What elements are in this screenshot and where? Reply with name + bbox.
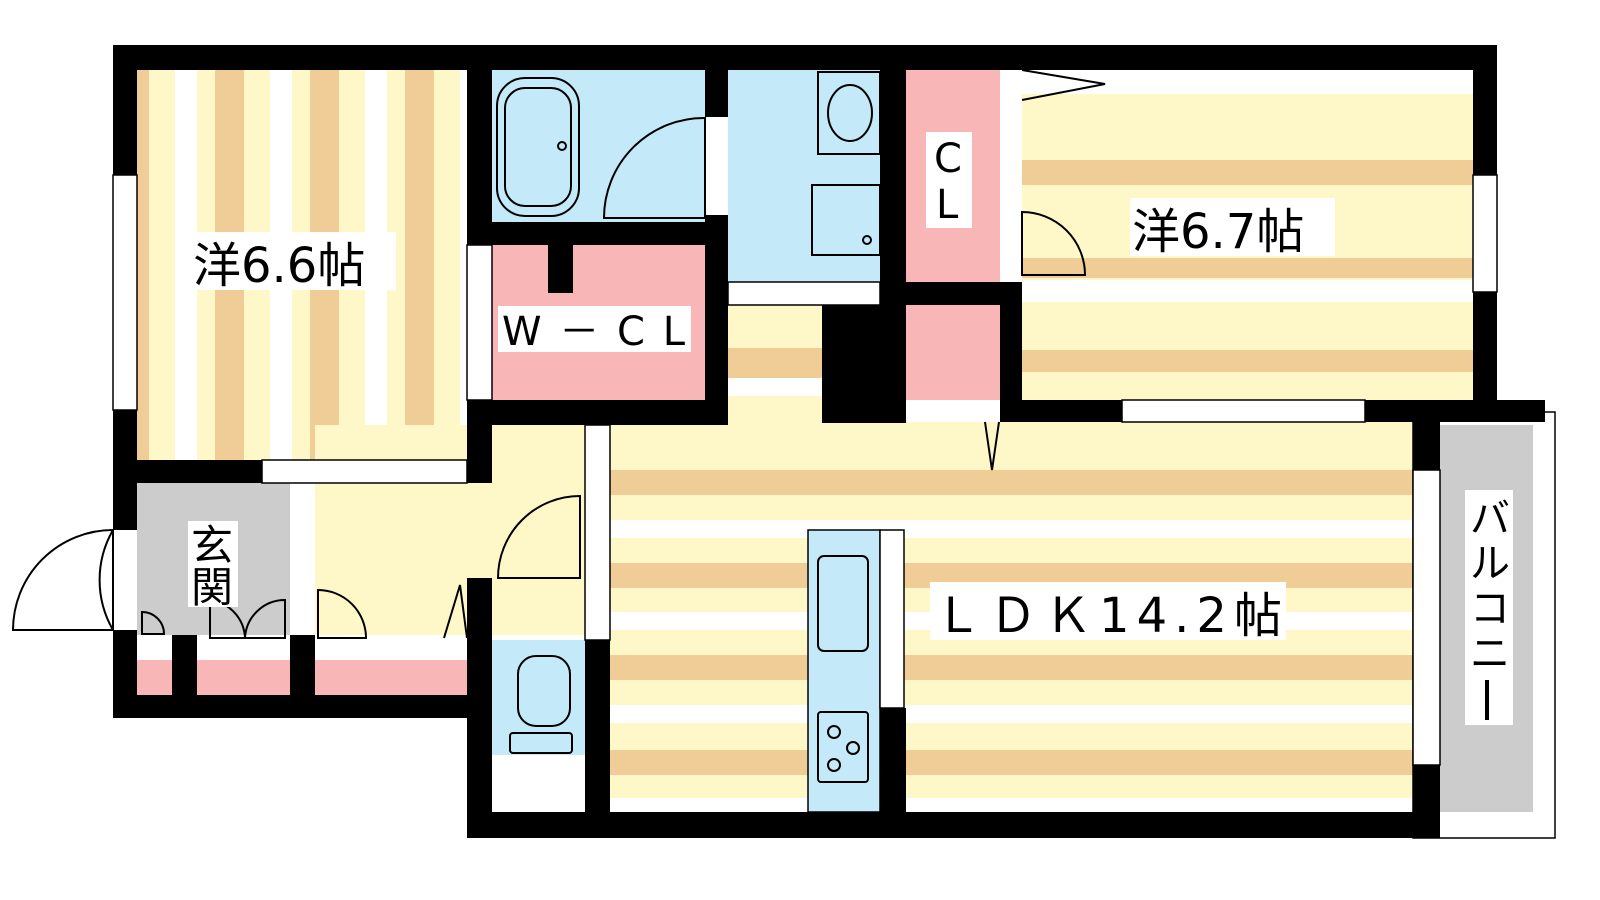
shoe-box-1 [137,660,172,695]
closet-label-c: C [934,136,962,182]
balcony-label-5-bar [1485,680,1489,720]
fixtures [11,69,1106,783]
shoe-box-3 [315,660,467,695]
ldk-label: ＬＤＫ14.2帖 [934,588,1282,644]
closet-lower [906,305,1000,400]
balcony-label-1: バ [1470,496,1510,542]
balcony-label-4: ニ [1470,631,1510,677]
shoe-box-2 [197,660,290,695]
western-room-1-label: 洋6.6帖 [193,238,365,294]
entrance-label-2: 関 [191,563,233,612]
entrance-label-1: 玄 [191,521,233,570]
walls [113,45,1545,838]
balcony-label-2: ル [1470,541,1510,587]
western-room-2-label: 洋6.7帖 [1132,204,1304,260]
windows [112,174,1498,766]
closet-label-l: L [936,182,959,228]
washroom [728,70,880,282]
balcony-label-5: ー [1470,676,1510,722]
balcony-label-3: コ [1470,586,1510,632]
bathroom [492,70,705,222]
